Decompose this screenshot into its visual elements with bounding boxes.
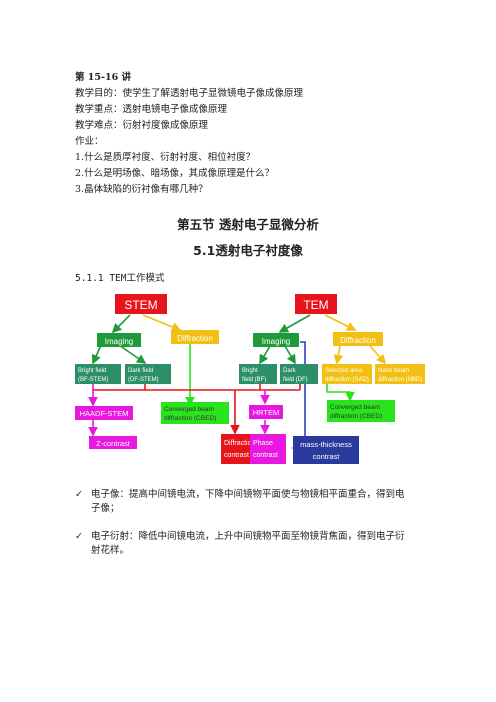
phase-contrast-line1: Phase: [253, 440, 273, 447]
check-icon: ✓: [75, 489, 83, 500]
hrtem-box: HRTEM: [249, 405, 283, 419]
bf-box: Bright field (BF): [239, 364, 277, 384]
diffraction-contrast-line1: Diffraction: [224, 440, 255, 447]
mass-thickness-line1: mass-thickness: [300, 440, 352, 449]
stem-box: STEM: [115, 294, 167, 314]
stem-imaging-label: Imaging: [105, 337, 133, 346]
mass-thickness-line2: contrast: [313, 452, 341, 461]
stem-cbed-line2: diffraction (CBED): [164, 415, 216, 422]
tem-box: TEM: [295, 294, 337, 314]
z-contrast-label: Z-contrast: [96, 439, 131, 448]
haadf-box: HAADF-STEM: [75, 406, 133, 420]
tem-mode-diagram: STEM TEM Imaging Diffraction Imaging Dif…: [75, 294, 425, 464]
question-2: 2.什么是明场像、暗场像，其成像原理是什么？: [75, 168, 275, 179]
bullet-2-line2: 射花样。: [91, 545, 130, 556]
haadf-label: HAADF-STEM: [80, 409, 129, 418]
bf-stem-line2: (BF-STEM): [78, 377, 108, 383]
section-title: 第五节 透射电子显微分析: [177, 217, 319, 232]
df-line1: Dark: [283, 368, 297, 374]
sad-line1: Selected area: [325, 368, 363, 374]
bullet-electron-diffraction: ✓ 电子衍射：降低中间镜电流，上升中间镜物平面至物镜背焦面，得到电子衍 射花样。: [75, 530, 435, 560]
phase-contrast-line2: contrast: [253, 452, 278, 459]
z-contrast-box: Z-contrast: [89, 436, 137, 449]
stem-cbed-box: Converged beam diffraction (CBED): [161, 402, 229, 424]
tem-cbed-line2: diffraction (CBED): [330, 413, 382, 420]
lecture-title: 第 15-16 讲: [75, 72, 131, 83]
question-1: 1.什么是质厚衬度、衍射衬度、相位衬度？: [75, 152, 256, 163]
phase-contrast-box: Phase contrast: [250, 434, 286, 464]
teaching-objective: 教学目的：使学生了解透射电子显微镜电子像成像原理: [75, 88, 304, 99]
nbd-line2: diffraction (NBD): [378, 377, 422, 383]
question-3: 3.晶体缺陷的衍衬像有哪几种？: [75, 184, 208, 195]
df-stem-line2: (DF-STEM): [128, 377, 159, 383]
tem-cbed-line1: Converged beam: [330, 404, 380, 411]
stem-cbed-line1: Converged beam: [164, 406, 214, 413]
stem-diffraction-label: Diffraction: [177, 334, 213, 343]
bf-stem-box: Bright field (BF-STEM): [75, 364, 121, 384]
check-icon: ✓: [75, 531, 83, 542]
df-stem-line1: Dark field: [128, 368, 153, 374]
bf-stem-line1: Bright field: [78, 368, 106, 374]
stem-label: STEM: [124, 298, 157, 312]
teaching-difficulty: 教学难点：衍射衬度像成像原理: [75, 120, 209, 131]
diffraction-contrast-line2: contrast: [224, 452, 249, 459]
hrtem-label: HRTEM: [253, 408, 280, 417]
mass-thickness-box: mass-thickness contrast: [293, 436, 359, 464]
tem-imaging-box: Imaging: [253, 333, 299, 347]
tem-diffraction-label: Diffraction: [340, 336, 376, 345]
sad-box: Selected area diffraction (SAD): [322, 364, 372, 384]
bullet-1-line2: 子像；: [91, 503, 120, 514]
tem-cbed-box: Converged beam diffraction (CBED): [327, 400, 395, 422]
df-stem-box: Dark field (DF-STEM): [125, 364, 171, 384]
stem-diffraction-box: Diffraction: [171, 330, 219, 344]
bullet-2-line1: 电子衍射：降低中间镜电流，上升中间镜物平面至物镜背焦面，得到电子衍: [91, 531, 405, 542]
homework-label: 作业：: [75, 136, 104, 147]
bf-line1: Bright: [242, 368, 258, 374]
section-subtitle: 5.1透射电子衬度像: [193, 243, 303, 258]
bullet-1-line1: 电子像：提高中间镜电流，下降中间镜物平面使与物镜相平面重合，得到电: [91, 489, 405, 500]
df-line2: field (DF): [283, 377, 308, 383]
stem-imaging-box: Imaging: [97, 333, 141, 347]
nbd-line1: Nano beam: [378, 368, 409, 374]
tem-label: TEM: [303, 298, 328, 312]
nbd-box: Nano beam diffraction (NBD): [375, 364, 425, 384]
stem-connectors: [88, 314, 195, 437]
teaching-key-point: 教学重点：透射电镜电子像成像原理: [75, 104, 228, 115]
tem-imaging-label: Imaging: [262, 337, 290, 346]
bf-line2: field (BF): [242, 377, 266, 383]
subsection-title: 5.1.1 TEM工作模式: [75, 273, 165, 284]
tem-diffraction-box: Diffraction: [333, 332, 383, 346]
sad-line2: diffraction (SAD): [325, 377, 369, 383]
df-box: Dark field (DF): [280, 364, 318, 384]
bullet-electron-image: ✓ 电子像：提高中间镜电流，下降中间镜物平面使与物镜相平面重合，得到电 子像；: [75, 488, 435, 518]
